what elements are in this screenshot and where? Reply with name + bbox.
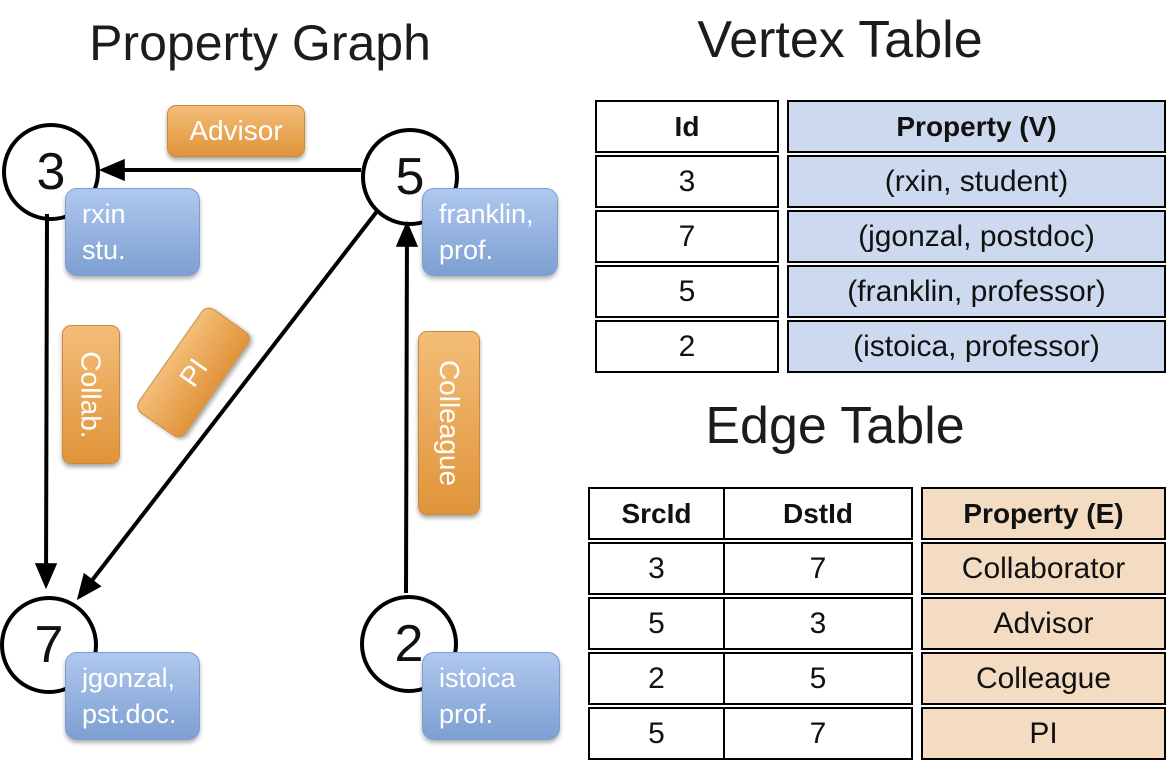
edge-dst-cell: 7 [725, 542, 913, 595]
edge-src-cell: 5 [588, 597, 725, 650]
node-id-label: 3 [36, 143, 66, 201]
node-id-label: 7 [34, 616, 64, 674]
vertex-property-line: prof. [439, 235, 494, 266]
vertex-table: Id Property (V) 3 (rxin, student) 7 (jgo… [595, 100, 1166, 375]
column-header-property-v: Property (V) [787, 100, 1166, 153]
vertex-property-line: jgonzal, [82, 663, 176, 693]
edge-property-cell: Colleague [921, 652, 1166, 705]
edge-line-colleague-2-to-5 [395, 220, 419, 594]
vertex-property-line: istoica [439, 663, 516, 693]
edge-property-cell: Advisor [921, 597, 1166, 650]
edge-table-header-row: SrcId DstId Property (E) [588, 487, 1166, 540]
edge-dst-cell: 5 [725, 652, 913, 705]
edge-label-text: Collab. [76, 350, 108, 439]
vertex-property-cell: (franklin, professor) [787, 265, 1166, 318]
table-row: 3 7 Collaborator [588, 542, 1166, 595]
table-row: 2 (istoica, professor) [595, 320, 1166, 373]
vertex-property-line: stu. [82, 235, 126, 266]
edge-line-collab-3-to-7 [34, 213, 58, 590]
vertex-property-box-3: rxin stu. [65, 188, 200, 276]
vertex-property-box-2: istoica prof. [422, 652, 560, 740]
graph-edges-layer [34, 158, 419, 601]
column-header-id: Id [595, 100, 779, 153]
vertex-property-box-7: jgonzal, pst.doc. [65, 652, 200, 740]
vertex-property-box-5: franklin, prof. [422, 188, 558, 276]
column-header-property-e: Property (E) [921, 487, 1166, 540]
table-row: 5 3 Advisor [588, 597, 1166, 650]
column-header-dstid: DstId [725, 487, 913, 540]
edge-property-cell: PI [921, 707, 1166, 760]
vertex-property-line: franklin, [439, 199, 534, 229]
column-header-srcid: SrcId [588, 487, 725, 540]
edge-table-title: Edge Table [705, 397, 965, 455]
edge-label-advisor: Advisor [167, 105, 305, 157]
edge-line-pi-5-to-7 [76, 208, 380, 601]
table-row: 5 (franklin, professor) [595, 265, 1166, 318]
table-row: 3 (rxin, student) [595, 155, 1166, 208]
vertex-property-line: prof. [439, 699, 494, 730]
vertex-property-line: pst.doc. [82, 699, 177, 730]
vertex-id-cell: 2 [595, 320, 779, 373]
table-row: 7 (jgonzal, postdoc) [595, 210, 1166, 263]
edge-property-cell: Collaborator [921, 542, 1166, 595]
vertex-table-header-row: Id Property (V) [595, 100, 1166, 153]
edge-src-cell: 2 [588, 652, 725, 705]
vertex-table-title: Vertex Table [697, 11, 983, 69]
table-row: 2 5 Colleague [588, 652, 1166, 705]
edge-label-text: Advisor [189, 115, 283, 146]
edge-label-colleague: Colleague [418, 331, 480, 515]
node-id-label: 5 [395, 148, 425, 206]
edge-table: SrcId DstId Property (E) 3 7 Collaborato… [588, 487, 1166, 760]
vertex-property-line: rxin [82, 199, 126, 229]
graph-node-2: 2 [360, 595, 458, 693]
edge-label-collab: Collab. [62, 325, 120, 464]
vertex-property-cell: (istoica, professor) [787, 320, 1166, 373]
edge-label-text: PI [172, 352, 214, 392]
vertex-id-cell: 3 [595, 155, 779, 208]
vertex-property-cell: (jgonzal, postdoc) [787, 210, 1166, 263]
table-row: 5 7 PI [588, 707, 1166, 760]
vertex-id-cell: 7 [595, 210, 779, 263]
edge-src-cell: 5 [588, 707, 725, 760]
edge-src-cell: 3 [588, 542, 725, 595]
vertex-property-cell: (rxin, student) [787, 155, 1166, 208]
edge-dst-cell: 3 [725, 597, 913, 650]
edge-label-text: Colleague [434, 359, 466, 487]
graph-panel-title: Property Graph [89, 15, 431, 71]
vertex-id-cell: 5 [595, 265, 779, 318]
edge-dst-cell: 7 [725, 707, 913, 760]
node-id-label: 2 [394, 615, 424, 673]
